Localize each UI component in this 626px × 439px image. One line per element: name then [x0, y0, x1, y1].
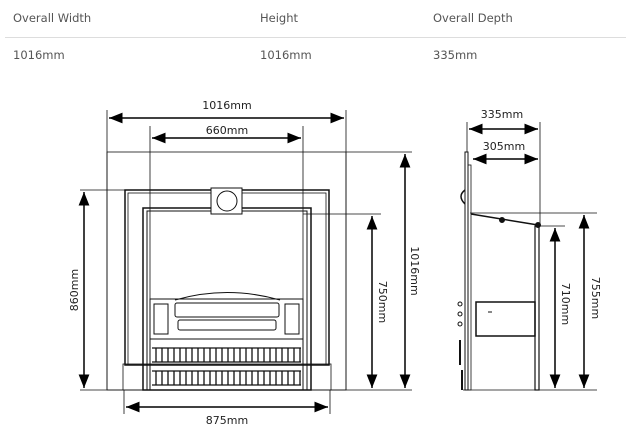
label-opening-width: 660mm [206, 124, 248, 137]
label-body-height: 710mm [559, 283, 572, 325]
label-opening-height: 750mm [376, 281, 389, 323]
label-insert-depth: 305mm [483, 140, 525, 153]
value-overall-depth: 335mm [433, 48, 478, 62]
label-overall-height: 1016mm [408, 246, 421, 295]
cartouche-roundel [216, 190, 238, 212]
header-overall-width: Overall Width [13, 11, 92, 25]
table-divider [5, 37, 626, 38]
side-view [457, 122, 597, 391]
front-view [78, 110, 412, 414]
header-overall-depth: Overall Depth [433, 11, 513, 25]
label-base-width: 875mm [206, 414, 248, 427]
value-height: 1016mm [260, 48, 312, 62]
value-overall-width: 1016mm [13, 48, 65, 62]
fire-grate [149, 292, 304, 391]
header-height: Height [260, 11, 299, 25]
label-hood-height: 755mm [589, 277, 602, 319]
label-overall-width: 1016mm [202, 99, 251, 112]
label-overall-depth: 335mm [481, 108, 523, 121]
label-insert-height: 860mm [68, 269, 81, 311]
